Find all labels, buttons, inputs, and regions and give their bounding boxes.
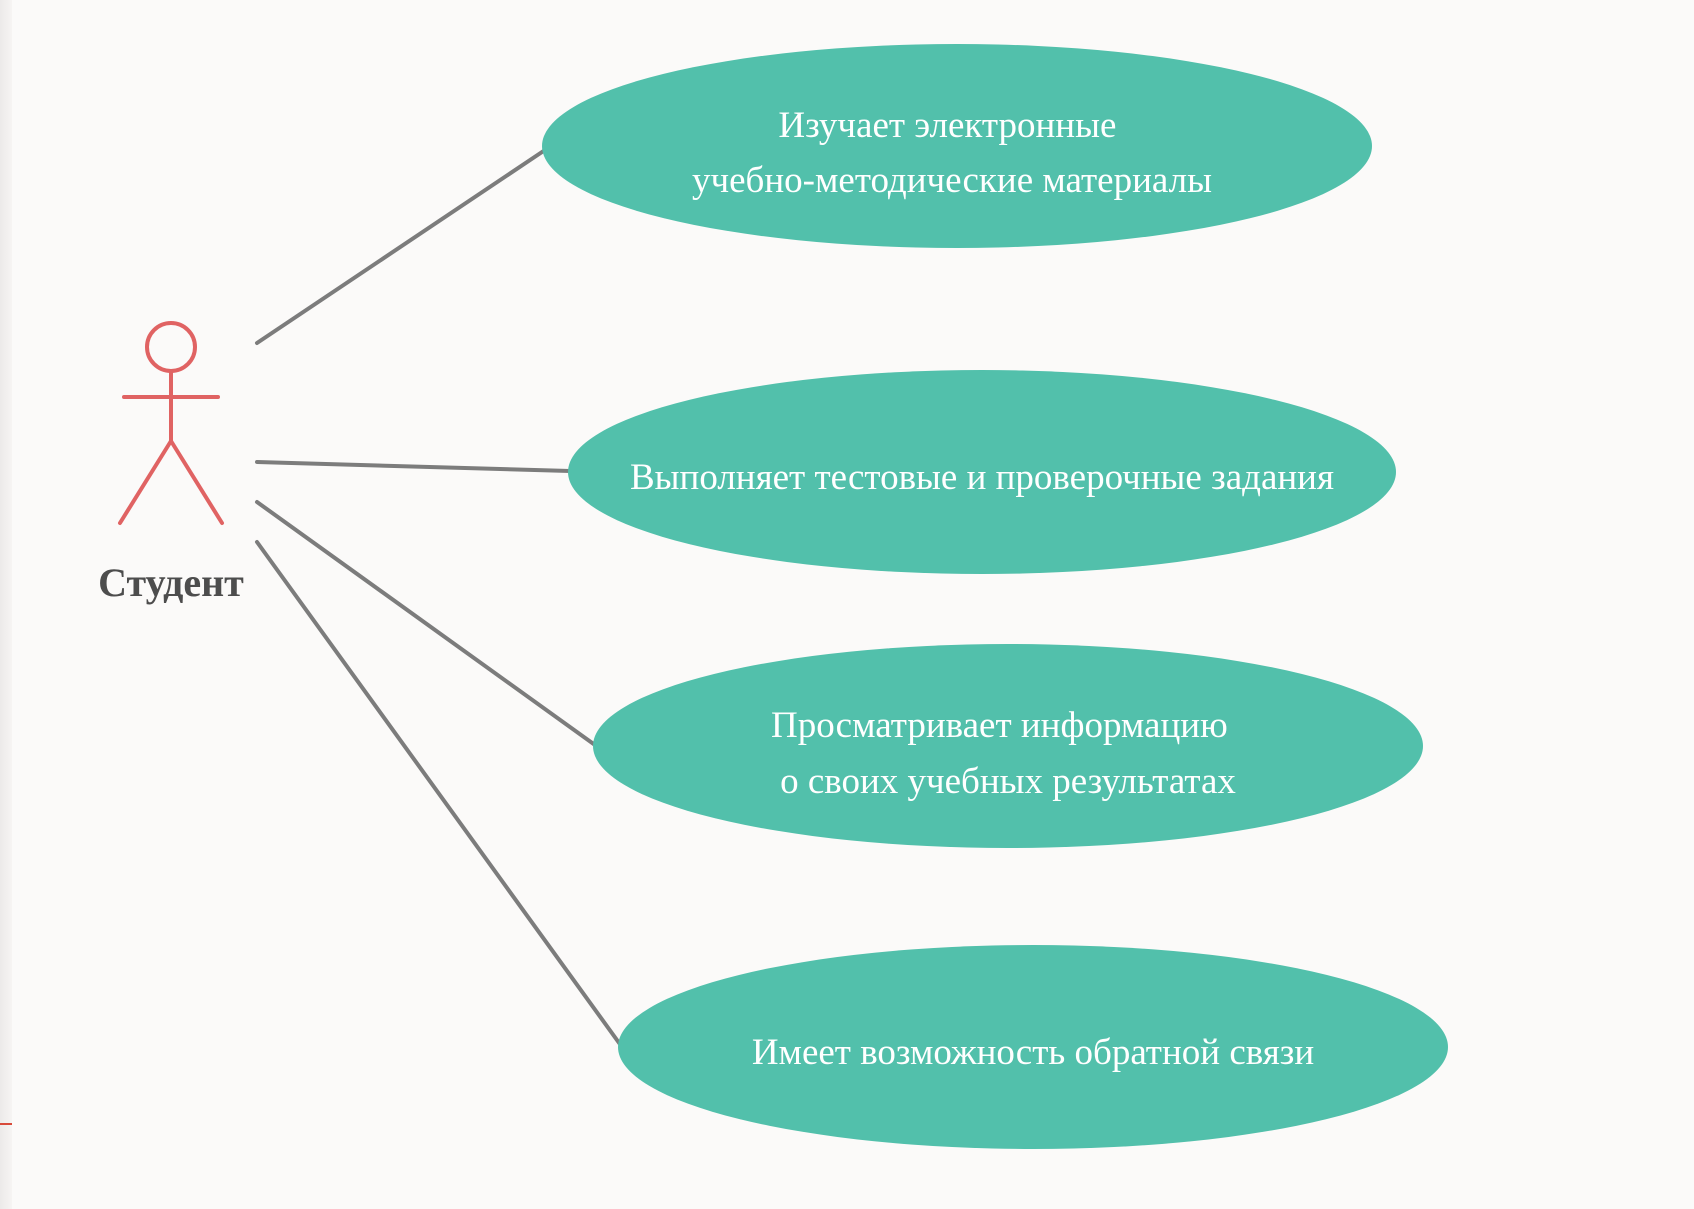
stick-figure-icon bbox=[118, 321, 224, 525]
use-case-1: Изучает электронные учебно-методические … bbox=[542, 44, 1372, 248]
use-case-4-label: Имеет возможность обратной связи bbox=[752, 1032, 1314, 1073]
use-case-3: Просматривает информацию о своих учебных… bbox=[593, 644, 1423, 848]
use-case-3-line-2: о своих учебных результатах bbox=[780, 761, 1236, 802]
use-case-2: Выполняет тестовые и проверочные задания bbox=[568, 370, 1396, 574]
use-case-3-line-1: Просматривает информацию bbox=[771, 705, 1228, 746]
use-case-1-line-2: учебно-методические материалы bbox=[692, 160, 1212, 201]
use-case-1-ellipse bbox=[542, 44, 1372, 248]
actor bbox=[118, 321, 224, 525]
actor-label: Студент bbox=[98, 560, 244, 605]
use-case-1-line-1: Изучает электронные bbox=[778, 105, 1116, 146]
actor-right-leg bbox=[169, 439, 224, 525]
use-case-2-line-1: Выполняет тестовые и проверочные задания bbox=[630, 457, 1334, 498]
use-case-3-ellipse bbox=[593, 644, 1423, 848]
use-case-2-ellipse bbox=[568, 370, 1396, 574]
use-case-2-label: Выполняет тестовые и проверочные задания bbox=[630, 457, 1334, 498]
connector-2 bbox=[255, 460, 572, 473]
use-case-3-label: Просматривает информацию о своих учебных… bbox=[771, 705, 1237, 802]
connector-4 bbox=[255, 540, 624, 1049]
actor-left-leg bbox=[118, 439, 173, 525]
red-edge-mark bbox=[0, 1123, 12, 1125]
actor-head bbox=[145, 321, 197, 373]
use-case-4-line-1: Имеет возможность обратной связи bbox=[752, 1032, 1314, 1073]
use-case-1-label: Изучает электронные учебно-методические … bbox=[692, 105, 1212, 201]
connector-1 bbox=[255, 146, 550, 345]
use-case-4: Имеет возможность обратной связи bbox=[618, 945, 1448, 1149]
connectors bbox=[255, 146, 624, 1049]
left-edge-strip bbox=[0, 0, 12, 1209]
use-case-4-ellipse bbox=[618, 945, 1448, 1149]
connector-3 bbox=[255, 500, 597, 747]
